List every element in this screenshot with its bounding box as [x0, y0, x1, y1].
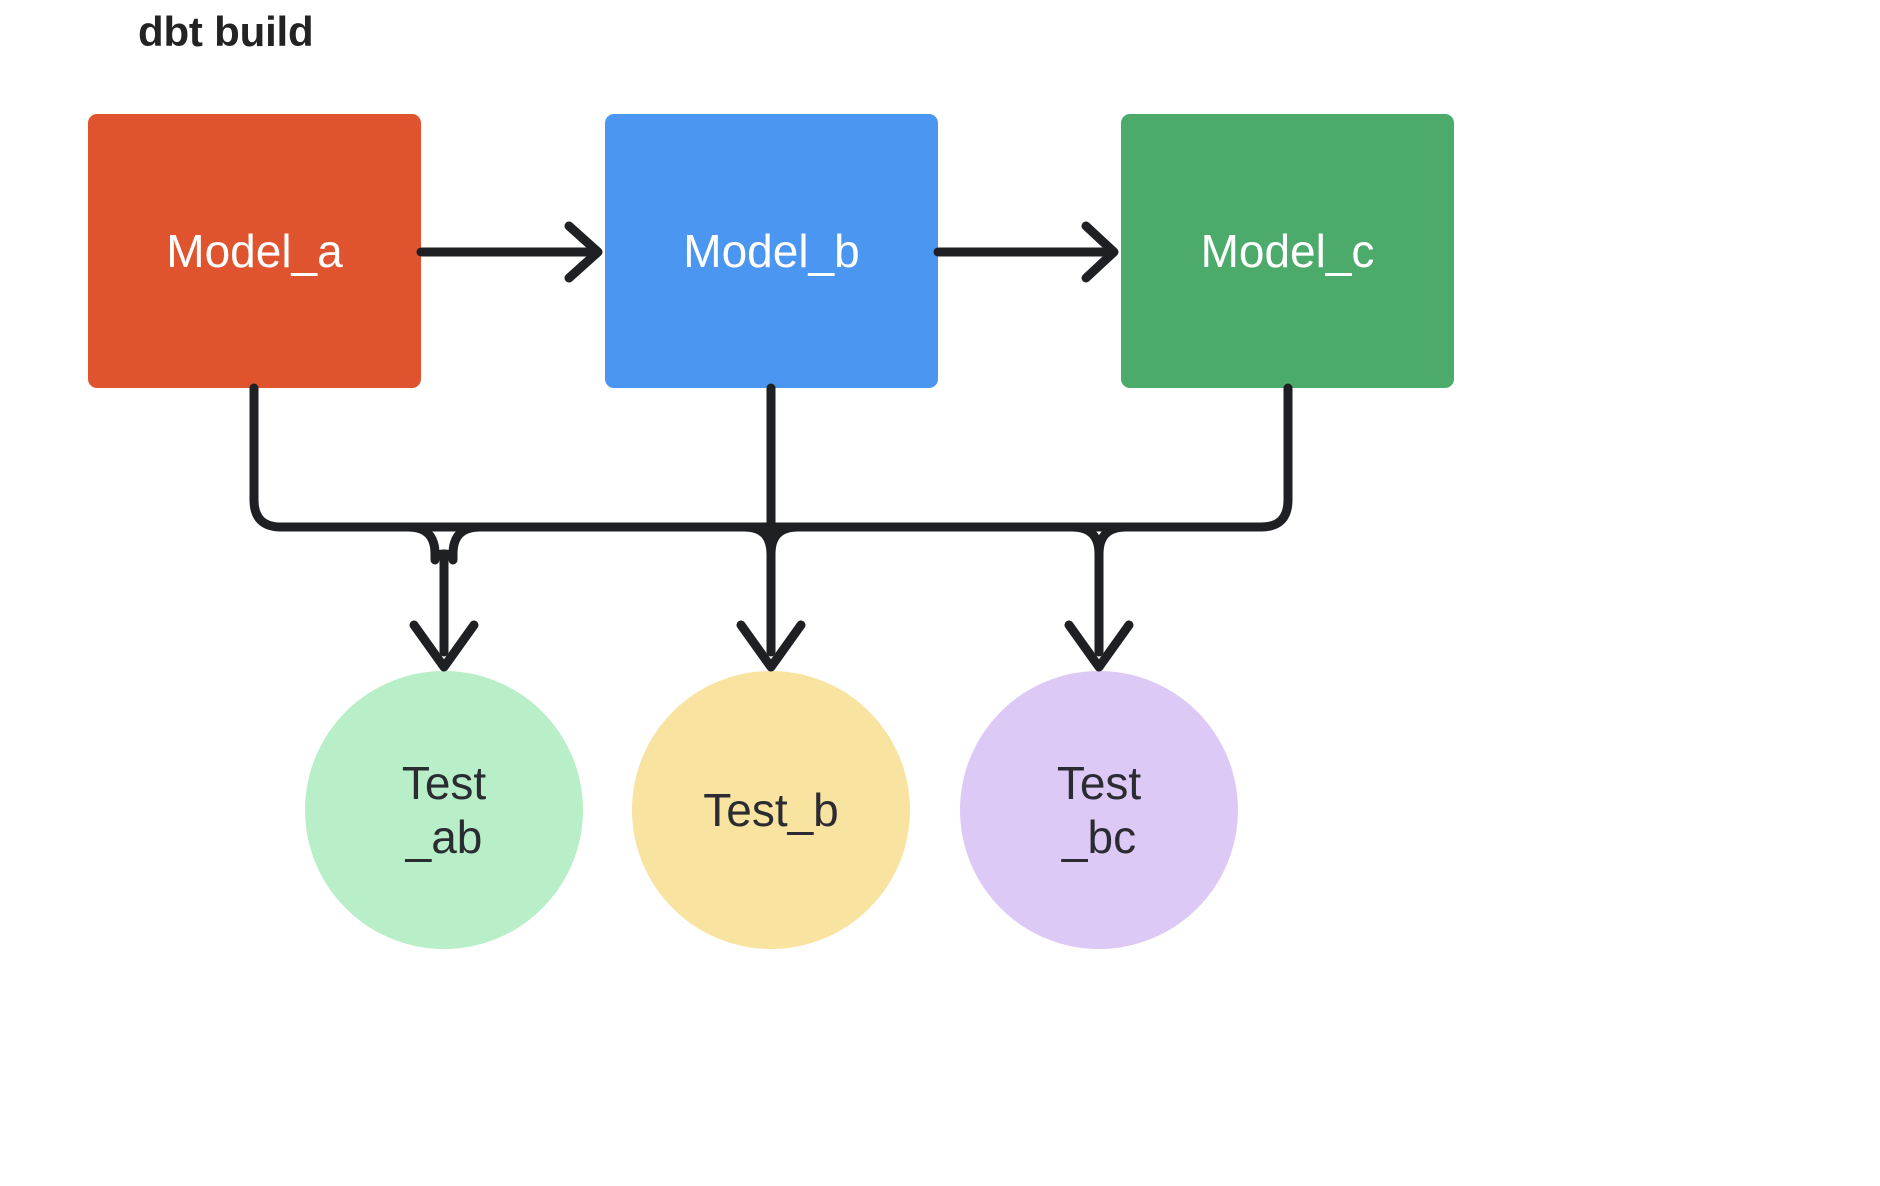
edge-branch-test-bc: [1064, 522, 1134, 672]
edge-model-a-to-model-b: [416, 221, 603, 283]
edge-drop-model-a: [249, 383, 413, 532]
arrowhead-icon: [564, 221, 603, 283]
diagram-title: dbt build: [138, 8, 314, 55]
node-model-b[interactable]: [605, 114, 938, 388]
node-test-ab[interactable]: [305, 671, 583, 949]
node-model-c[interactable]: [1121, 114, 1454, 388]
edge-drop-model-c: [1129, 383, 1293, 532]
node-test-bc[interactable]: [960, 671, 1238, 949]
node-test-b[interactable]: [632, 671, 910, 949]
node-model-a[interactable]: [88, 114, 421, 388]
arrowhead-icon: [1081, 221, 1119, 283]
edge-branch-test-ab: [403, 522, 485, 672]
arrowhead-icon: [736, 620, 806, 672]
arrowhead-icon: [1064, 620, 1134, 672]
arrowhead-icon: [409, 620, 479, 672]
edge-branch-test-b: [736, 522, 806, 672]
edge-model-b-to-model-c: [933, 221, 1119, 283]
